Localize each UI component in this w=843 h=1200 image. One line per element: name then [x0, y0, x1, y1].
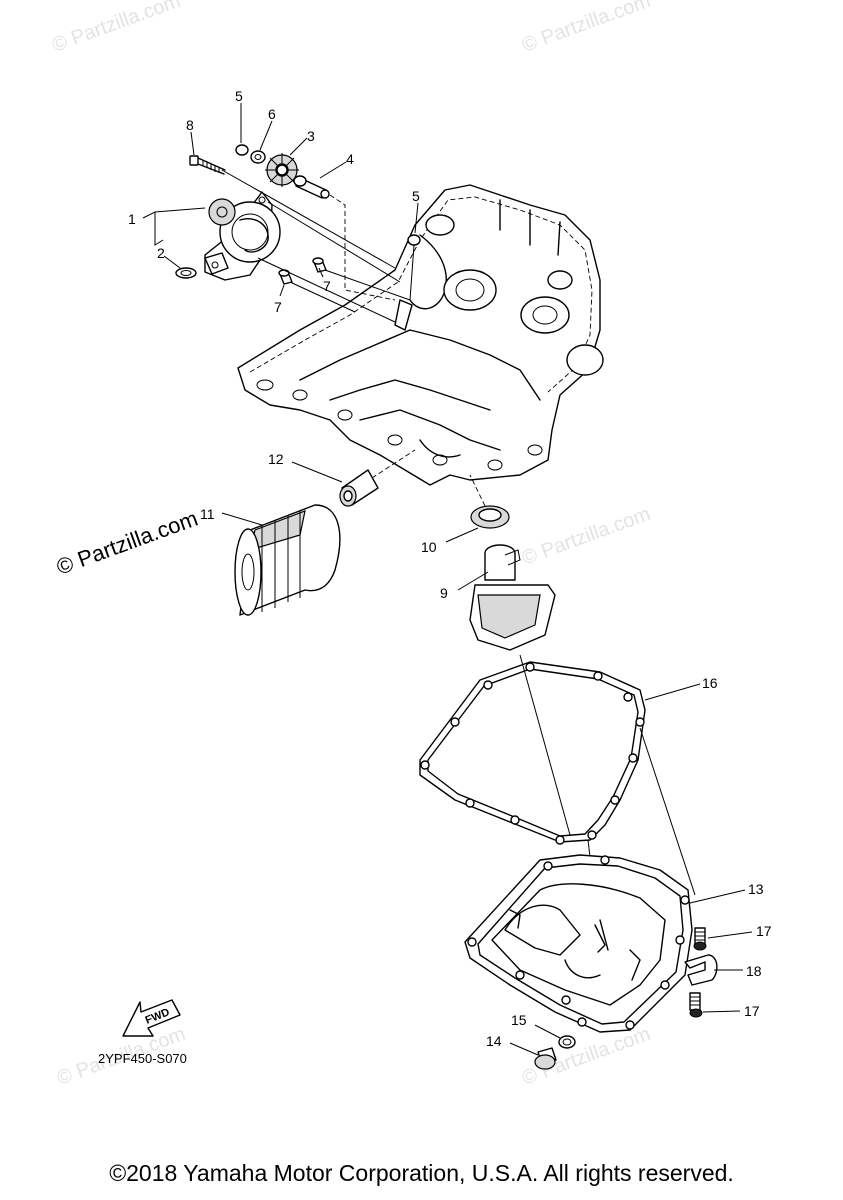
- pump-drive-gear-illustration: [208, 198, 236, 226]
- callout-number: 5: [412, 188, 420, 204]
- shaft-illustration: [293, 175, 330, 199]
- watermark-text: © Partzilla.com: [53, 506, 201, 580]
- oil-pan-illustration: [464, 854, 693, 1033]
- watermark-text: © Partzilla.com: [519, 503, 653, 570]
- drain-bolt-illustration: [534, 1047, 557, 1070]
- crankcase-illustration: [237, 184, 604, 486]
- callout-layer: 1 2 3 4 5 5 6 7 7 8 9 10 11: [128, 88, 772, 1056]
- callout-number: 5: [235, 88, 243, 104]
- washer-illustration: [250, 150, 266, 164]
- callout-number: 7: [323, 278, 331, 294]
- watermark-text: © Partzilla.com: [49, 0, 183, 57]
- diagram-code: 2YPF450-S070: [98, 1051, 187, 1066]
- callout-number: 13: [748, 881, 764, 897]
- callout-number: 11: [200, 506, 215, 522]
- callout-number: 12: [268, 451, 284, 467]
- callout-number: 17: [756, 923, 772, 939]
- callout-number: 18: [746, 963, 762, 979]
- callout-number: 1: [128, 211, 136, 227]
- callout-number: 6: [268, 106, 276, 122]
- oil-pump-assembly: [204, 191, 281, 281]
- oil-filter-illustration: [234, 504, 341, 616]
- callout-number: 4: [346, 151, 354, 167]
- o-ring-illustration: [175, 267, 197, 279]
- oil-strainer-illustration: [469, 544, 556, 651]
- callout-number: 8: [186, 117, 194, 133]
- bolt-illustration: [689, 992, 703, 1018]
- clamp-illustration: [684, 954, 718, 986]
- callout-number: 10: [421, 539, 437, 555]
- callout-number: 2: [157, 245, 165, 261]
- drain-washer-illustration: [558, 1035, 576, 1049]
- callout-number: 7: [274, 299, 282, 315]
- copyright-notice: ©2018 Yamaha Motor Corporation, U.S.A. A…: [109, 1160, 734, 1186]
- bolt-illustration: [189, 155, 226, 175]
- union-bolt-illustration: [339, 469, 379, 507]
- forward-direction-arrow: FWD: [122, 999, 181, 1037]
- callout-number: 14: [486, 1033, 502, 1049]
- callout-number: 3: [307, 128, 315, 144]
- bolt-illustration: [693, 927, 707, 951]
- circlip-illustration: [407, 234, 421, 246]
- oil-pan-gasket-illustration: [419, 661, 646, 845]
- callout-number: 9: [440, 585, 448, 601]
- strainer-o-ring-illustration: [470, 505, 510, 529]
- circlip-illustration: [235, 144, 249, 156]
- driven-gear-illustration: [265, 153, 299, 187]
- callout-number: 16: [702, 675, 718, 691]
- watermark-text: © Partzilla.com: [519, 0, 653, 57]
- callout-number: 15: [511, 1012, 527, 1028]
- callout-number: 17: [744, 1003, 760, 1019]
